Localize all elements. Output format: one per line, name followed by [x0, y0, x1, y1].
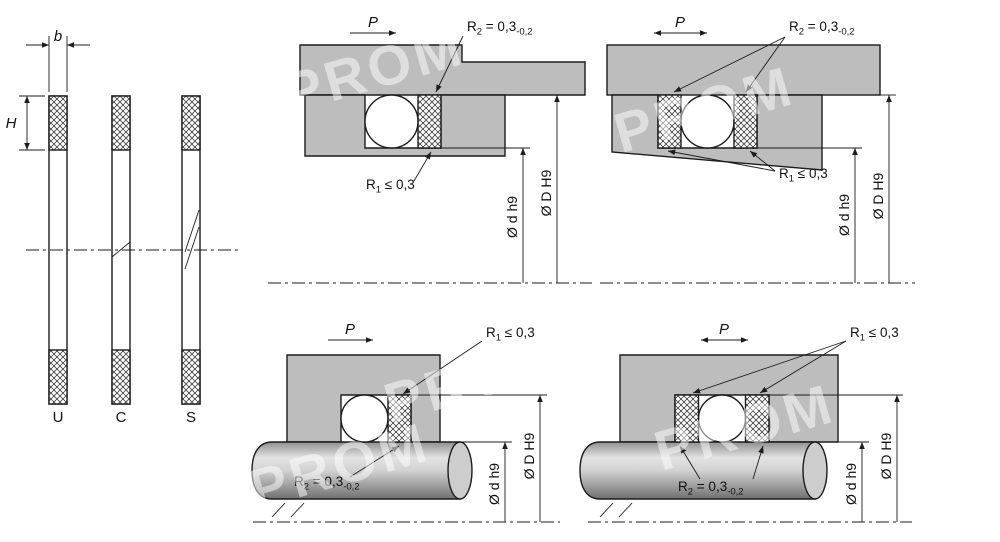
housing-block: [299, 44, 586, 96]
bore-dia-label: Ø D H9: [870, 172, 886, 219]
backup-ring-left: [674, 394, 700, 443]
pressure-label: P: [345, 321, 355, 338]
support-tick: [618, 502, 633, 518]
leader-line: [752, 445, 764, 480]
shaft-dia-label: Ø d h9: [836, 194, 852, 236]
leader-line: [745, 36, 786, 93]
ring-profiles: b H U C S: [6, 28, 242, 426]
dim-h-label: H: [6, 115, 17, 132]
pressure-label: P: [675, 14, 685, 31]
backup-ring-left: [657, 94, 682, 149]
leader-line: [667, 149, 776, 172]
r1-label: R1 ≤ 0,3: [366, 177, 415, 196]
pressure-label: P: [368, 14, 378, 31]
profile-section-bottom: [48, 349, 68, 405]
shaft-dia-label: Ø d h9: [504, 196, 520, 238]
leader-line: [679, 445, 701, 480]
profile-section-bottom: [111, 349, 131, 405]
dimension-b: b: [26, 28, 90, 92]
leader-line: [692, 340, 847, 394]
r2-label: R2 = 0,3-0,2: [678, 479, 744, 498]
leader-line: [759, 340, 847, 394]
leader-line: [435, 35, 464, 93]
rod-end-face: [447, 441, 473, 500]
dim-b-label: b: [54, 28, 62, 45]
profile-section-top: [111, 95, 131, 151]
angled-cut-line: [111, 241, 131, 258]
profile-section-top: [181, 95, 201, 151]
bore-dia-label: Ø D H9: [538, 169, 554, 216]
r1-label: R1 ≤ 0,3: [850, 325, 899, 344]
diagram-rod-seal-bidirectional: P R1 ≤ 0,3 R2 = 0,3-0,2 Ø d h9 Ø D H9: [579, 321, 912, 523]
profile-section-top: [48, 95, 68, 151]
profile-c: C: [111, 95, 131, 426]
shaft-dia-label: Ø d h9: [843, 463, 859, 505]
leader-line: [673, 36, 786, 93]
support-tick: [290, 502, 305, 518]
diagram-piston-seal-bidirectional: P R2 = 0,3-0,2 R1 ≤ 0,3 Ø d h9 Ø D H9: [600, 14, 915, 284]
backup-ring-right: [744, 394, 770, 443]
leader-line: [413, 151, 432, 182]
o-ring-section: [364, 94, 419, 149]
leader-line: [349, 445, 400, 478]
profile-section-bottom: [181, 349, 201, 405]
pressure-label: P: [719, 321, 729, 338]
r1-label: R1 ≤ 0,3: [779, 166, 828, 185]
support-tick: [271, 502, 286, 518]
diagram-piston-seal-unidirectional: P R2 = 0,3-0,2 R1 ≤ 0,3 Ø d h9 Ø D H9: [268, 14, 592, 284]
diagram-rod-seal-unidirectional: P R1 ≤ 0,3 R2 = 0,3-0,2 Ø d h9 Ø D H9: [251, 321, 560, 523]
profile-u: U: [48, 95, 68, 426]
backup-ring-section: [417, 94, 442, 149]
profile-c-label: C: [116, 409, 127, 426]
step-cut-line: [184, 226, 200, 270]
dimension-h: H: [6, 95, 45, 151]
shaft-dia-label: Ø d h9: [486, 463, 502, 505]
bore-dia-label: Ø D H9: [878, 432, 894, 479]
leader-line: [402, 340, 483, 395]
r1-label: R1 ≤ 0,3: [486, 325, 535, 344]
bore-dia-label: Ø D H9: [521, 432, 537, 479]
svg-text:PROM: PROM: [377, 324, 571, 435]
support-tick: [599, 502, 614, 518]
profile-s: S: [181, 95, 201, 426]
r2-label: R2 = 0,3-0,2: [294, 474, 360, 493]
profile-u-label: U: [53, 409, 64, 426]
rod-cylinder: [251, 441, 461, 500]
r2-label: R2 = 0,3-0,2: [789, 19, 855, 38]
r2-label: R2 = 0,3-0,2: [467, 19, 533, 38]
leader-line: [749, 150, 776, 172]
backup-ring-right: [733, 94, 758, 149]
profile-s-label: S: [186, 409, 196, 426]
step-cut-line: [184, 209, 200, 253]
rod-end-face: [802, 441, 828, 500]
rod-cylinder: [579, 441, 816, 500]
backup-ring-section: [387, 394, 412, 443]
